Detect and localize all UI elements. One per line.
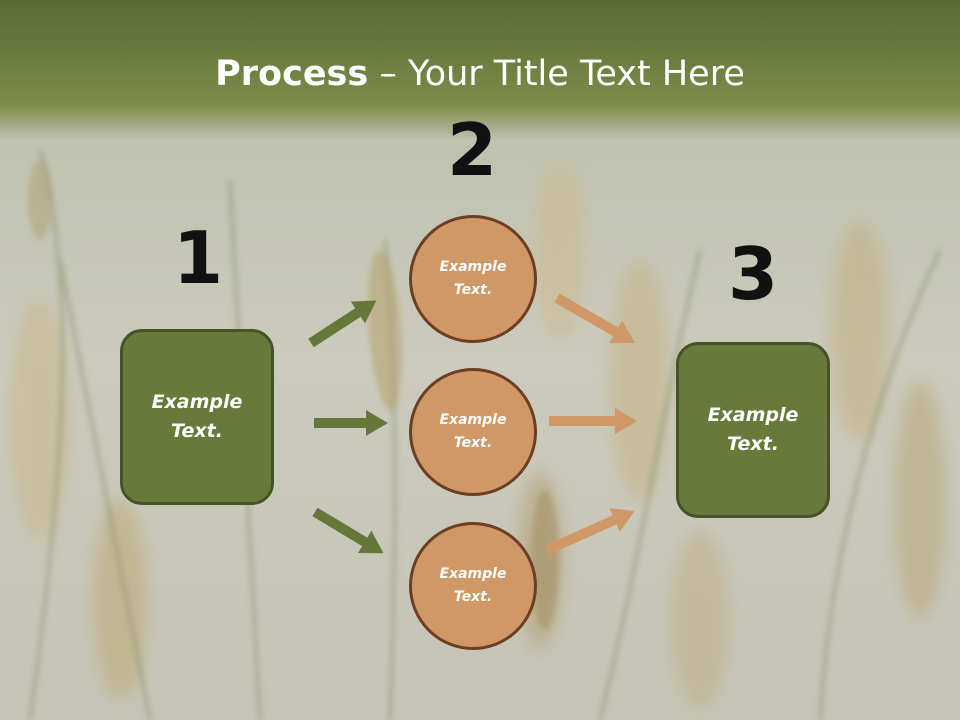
arrow-bottom-to-right [544,508,635,555]
circle-top: Example Text. [409,215,537,343]
left-step-box: Example Text. [120,329,274,505]
arrow-top-to-right [554,293,635,344]
circle-middle: Example Text. [409,368,537,496]
arrow-middle-to-right [549,408,637,434]
orange-arrows [544,293,637,555]
green-arrows [308,300,388,554]
slide-title: Process – Your Title Text Here [0,52,960,96]
arrow-left-to-bottom [312,507,384,554]
circle-top-text: Example Text. [439,259,507,298]
title-bold-text: Process [215,54,369,94]
step-number-3: 3 [727,232,779,316]
arrow-left-to-top [308,300,377,348]
circle-bottom-text: Example Text. [439,566,507,605]
title-rest-text: – Your Title Text Here [368,54,745,94]
right-step-box: Example Text. [676,342,830,518]
circle-middle-text: Example Text. [439,412,507,451]
left-step-box-text: Example Text. [151,391,243,442]
step-number-1: 1 [172,216,224,300]
circle-bottom: Example Text. [409,522,537,650]
right-step-box-text: Example Text. [707,404,799,455]
title-bar [0,0,960,140]
step-number-2: 2 [446,108,498,192]
arrow-left-to-middle [314,410,388,436]
